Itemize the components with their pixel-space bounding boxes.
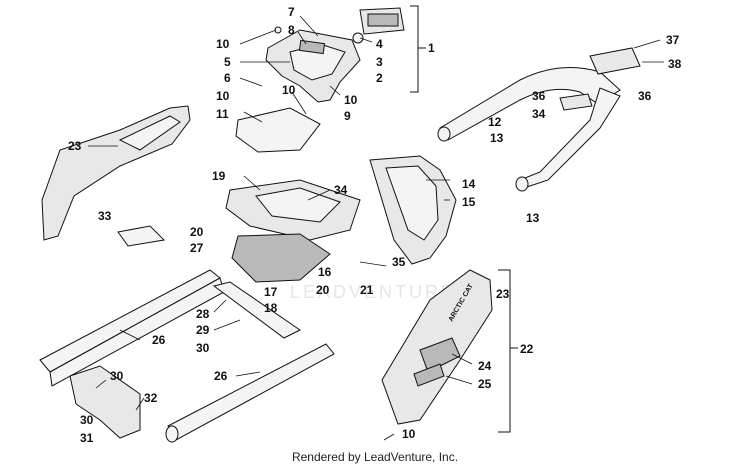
- callout-17: 17: [264, 285, 278, 299]
- callouts: 7 8 4 3 2 1 10 5 6 10 11 10 10 9 37 38 3…: [68, 5, 682, 445]
- callout-35: 35: [392, 255, 406, 269]
- callout-5: 5: [224, 55, 231, 69]
- callout-25: 25: [478, 377, 492, 391]
- callout-14: 14: [462, 177, 476, 191]
- credit-line: Rendered by LeadVenture, Inc.: [291, 450, 459, 464]
- callout-7: 7: [288, 5, 295, 19]
- grab-bar: [437, 67, 621, 192]
- callout-9: 9: [344, 109, 351, 123]
- callout-20: 20: [316, 283, 330, 297]
- right-panel: [369, 155, 457, 265]
- right-rail: [165, 343, 335, 443]
- lower-flap: [231, 233, 331, 283]
- callout-29: 29: [196, 323, 210, 337]
- callout-24: 24: [478, 359, 492, 373]
- callout-10: 10: [344, 93, 358, 107]
- callout-11: 11: [216, 107, 229, 121]
- callout-31: 31: [80, 431, 94, 445]
- callout-10: 10: [216, 37, 230, 51]
- callout-33: 33: [98, 209, 112, 223]
- right-side-panel: ARCTIC CAT: [381, 269, 493, 425]
- callout-27: 27: [190, 241, 204, 255]
- callout-2: 2: [376, 71, 383, 85]
- callout-30: 30: [80, 413, 94, 427]
- callout-16: 16: [318, 265, 332, 279]
- callout-23: 23: [496, 287, 510, 301]
- left-side-panel: [41, 105, 191, 241]
- hitch-bracket: [69, 365, 141, 439]
- callout-30: 30: [110, 369, 124, 383]
- callout-23: 23: [68, 139, 82, 153]
- center-tray: [225, 179, 361, 241]
- bracket: [212, 281, 301, 339]
- callout-13: 13: [490, 131, 504, 145]
- callout-21: 21: [360, 283, 374, 297]
- callout-36: 36: [638, 89, 652, 103]
- dash-pod-assembly: [265, 7, 405, 103]
- callout-26: 26: [152, 333, 166, 347]
- callout-26: 26: [214, 369, 228, 383]
- small-panel: [117, 225, 166, 247]
- callout-28: 28: [196, 307, 210, 321]
- callout-18: 18: [264, 301, 278, 315]
- bar-clamp-lower: [559, 93, 593, 111]
- callout-30: 30: [196, 341, 210, 355]
- callout-34: 34: [532, 107, 546, 121]
- callout-10: 10: [216, 89, 230, 103]
- bar-clamp-upper: [589, 47, 641, 75]
- callout-12: 12: [488, 115, 502, 129]
- callout-32: 32: [144, 391, 158, 405]
- watermark: LEADVENTURE: [290, 282, 456, 302]
- callout-3: 3: [376, 55, 383, 69]
- callout-4: 4: [376, 37, 383, 51]
- callout-37: 37: [666, 33, 680, 47]
- callout-10: 10: [282, 83, 296, 97]
- callout-15: 15: [462, 195, 476, 209]
- callout-22: 22: [520, 342, 534, 356]
- callout-19: 19: [212, 169, 226, 183]
- callout-36: 36: [532, 89, 546, 103]
- callout-34: 34: [334, 183, 348, 197]
- callout-6: 6: [224, 71, 231, 85]
- callout-1: 1: [428, 41, 435, 55]
- callout-10: 10: [402, 427, 416, 441]
- callout-20: 20: [190, 225, 204, 239]
- callout-8: 8: [288, 23, 295, 37]
- callout-13: 13: [526, 211, 540, 225]
- callout-38: 38: [668, 57, 682, 71]
